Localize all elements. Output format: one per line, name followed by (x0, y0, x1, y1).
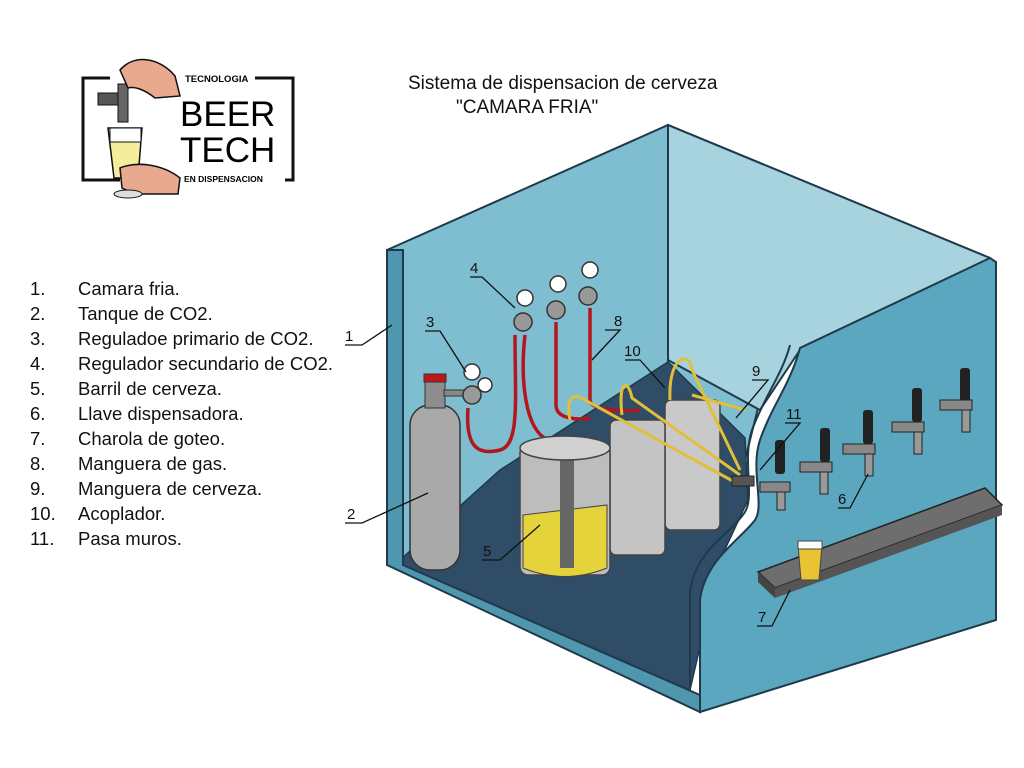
title-line-1: Sistema de dispensacion de cerveza (408, 73, 718, 94)
legend-item-number: 2. (30, 303, 46, 324)
legend-item: 11. Pasa muros. (30, 526, 340, 551)
beer-kegs (519, 399, 721, 577)
legend-item-label: Llave dispensadora. (78, 403, 244, 424)
legend-item-number: 1. (30, 278, 46, 299)
callout-4: 4 (470, 260, 478, 277)
primary-regulator (462, 363, 493, 405)
legend-item-number: 8. (30, 453, 46, 474)
callout-9: 9 (752, 363, 760, 380)
callout-5: 5 (483, 543, 491, 560)
legend-item: 4. Regulador secundario de CO2. (30, 351, 340, 376)
legend-item-number: 3. (30, 328, 46, 349)
logo-word-tech: TECH (180, 131, 275, 170)
legend-item-label: Acoplador. (78, 503, 166, 524)
legend-item-number: 4. (30, 353, 46, 374)
legend-item-number: 7. (30, 428, 46, 449)
legend-item-label: Manguera de cerveza. (78, 478, 263, 499)
callout-6: 6 (838, 491, 846, 508)
logo-word-beer: BEER (180, 95, 275, 134)
legend-item-number: 11. (30, 528, 55, 549)
legend-item-number: 5. (30, 378, 46, 399)
logo-top-text: TECNOLOGIA (185, 74, 248, 85)
legend-list: 1. Camara fria. 2. Tanque de CO2. 3. Regulado… (30, 276, 340, 551)
legend-item: 10. Acoplador. (30, 501, 340, 526)
legend-item-number: 9. (30, 478, 46, 499)
legend-item: 8. Manguera de gas. (30, 451, 340, 476)
wall-passthrough (731, 475, 755, 487)
legend-item-number: 10. (30, 503, 56, 524)
callout-3: 3 (426, 314, 434, 331)
beer-hoses (567, 357, 746, 487)
dispense-taps (759, 368, 973, 511)
legend-item-label: Manguera de gas. (78, 453, 228, 474)
legend-item-label: Barril de cerveza. (78, 378, 222, 399)
legend-item-label: Pasa muros. (78, 528, 182, 549)
legend-item-number: 6. (30, 403, 46, 424)
callout-leaders (345, 276, 869, 627)
callout-11: 11 (786, 406, 802, 423)
legend-item: 1. Camara fria. (30, 276, 340, 301)
legend-item-label: Charola de goteo. (78, 428, 226, 449)
front-curved-wall (699, 256, 997, 714)
callout-10: 10 (624, 343, 641, 360)
beer-glass (797, 540, 823, 581)
cold-room-diagram: 1 2 3 4 5 6 7 8 9 10 11 (345, 123, 1004, 714)
legend-item-label: Reguladoe primario de CO2. (78, 328, 314, 349)
diagram-title: Sistema de dispensacion de cerveza "CAMA… (408, 72, 717, 120)
legend-item: 2. Tanque de CO2. (30, 301, 340, 326)
legend-item: 3. Reguladoe primario de CO2. (30, 326, 340, 351)
legend-item: 5. Barril de cerveza. (30, 376, 340, 401)
legend-item-label: Regulador secundario de CO2. (78, 353, 334, 374)
callout-2: 2 (347, 506, 355, 523)
callout-7: 7 (758, 609, 766, 626)
legend-item: 7. Charola de goteo. (30, 426, 340, 451)
logo-bottom-text: EN DISPENSACION (184, 174, 263, 184)
legend-item: 6. Llave dispensadora. (30, 401, 340, 426)
callout-numbers: 1 2 3 4 5 6 7 8 9 10 11 (345, 260, 846, 626)
secondary-regulators (513, 261, 599, 332)
legend-item-label: Tanque de CO2. (78, 303, 213, 324)
callout-8: 8 (614, 313, 622, 330)
callout-1: 1 (345, 328, 353, 345)
legend-item: 9. Manguera de cerveza. (30, 476, 340, 501)
title-line-2: "CAMARA FRIA" (456, 97, 599, 118)
legend-item-label: Camara fria. (78, 278, 180, 299)
beer-tech-logo: TECNOLOGIA BEER TECH EN DISPENSACION (81, 58, 295, 199)
gas-hoses (465, 308, 641, 454)
